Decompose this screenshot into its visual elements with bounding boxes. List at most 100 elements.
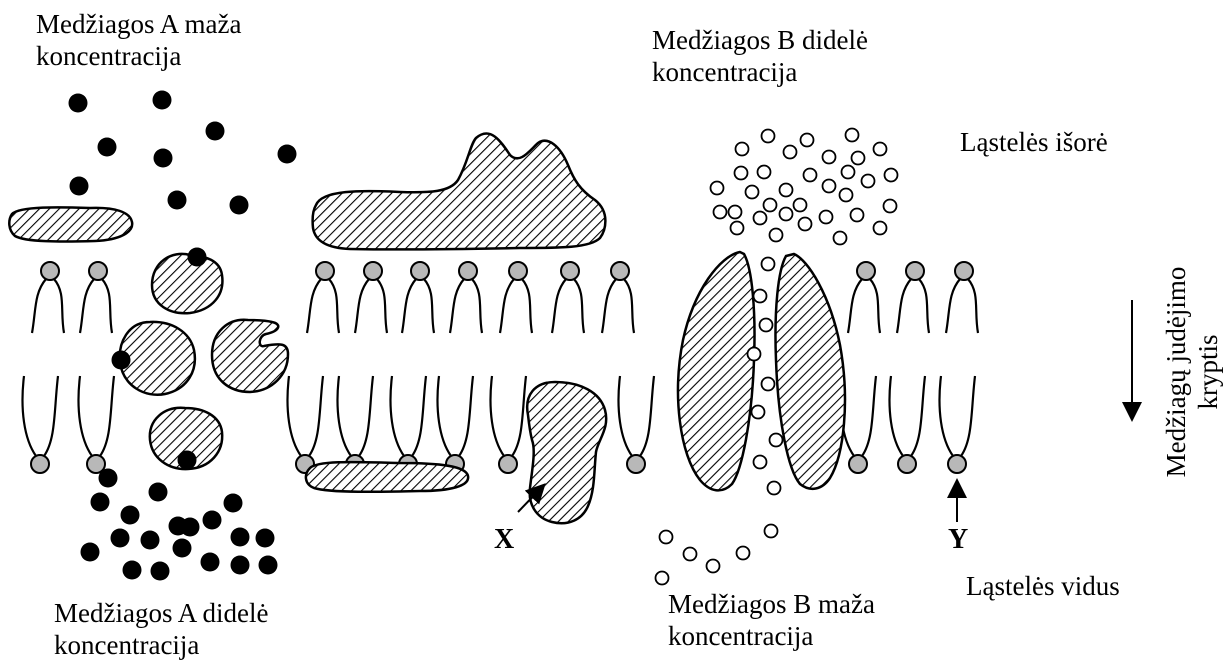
peripheral-protein-top-middle — [313, 133, 606, 249]
substance-b-molecule — [874, 222, 887, 235]
substance-b-molecule — [737, 547, 750, 560]
substance-b-molecule — [874, 143, 887, 156]
substance-b-molecule — [794, 199, 807, 212]
substance-b-molecule — [684, 548, 697, 561]
substance-a-molecule — [154, 149, 173, 168]
substance-a-molecule — [81, 543, 100, 562]
label-substance-a-high-line1: Medžiagos A didelė — [54, 597, 268, 629]
lipid-tail — [619, 376, 633, 456]
substance-a-molecule — [69, 94, 88, 113]
lipid-head — [611, 262, 629, 280]
label-marker-x: X — [494, 524, 514, 556]
substance-b-molecule — [846, 129, 859, 142]
lipid-head — [948, 455, 966, 473]
label-movement-direction-line2: kryptis — [1192, 267, 1224, 478]
lipid-tail — [329, 279, 339, 333]
lipid-tail — [946, 279, 960, 333]
lipid-head — [857, 262, 875, 280]
substance-a-molecule — [203, 511, 222, 530]
peripheral-protein-bottom-middle — [306, 462, 468, 492]
substance-b-molecule — [823, 151, 836, 164]
lipid-tail — [911, 376, 925, 456]
substance-b-molecule — [862, 175, 875, 188]
substance-a-molecule — [121, 506, 140, 525]
substance-b-molecule — [799, 218, 812, 231]
label-movement-direction-line1: Medžiagų judėjimo — [1160, 267, 1192, 478]
substance-a-molecule — [259, 556, 278, 575]
substance-b-molecule — [780, 184, 793, 197]
lipid-tail — [438, 376, 452, 456]
lipid-tail — [890, 376, 904, 456]
lipid-head — [499, 455, 517, 473]
lipid-tail — [512, 376, 526, 456]
substance-a-molecule — [173, 539, 192, 558]
lipid-tail — [391, 376, 405, 456]
substance-b-molecule — [736, 143, 749, 156]
substance-a-molecule — [98, 138, 117, 157]
lipid-head — [89, 262, 107, 280]
lipid-head — [31, 455, 49, 473]
substance-b-molecule — [660, 531, 673, 544]
label-substance-a-low-line1: Medžiagos A maža — [36, 8, 241, 40]
label-substance-a-low-line2: koncentracija — [36, 40, 241, 72]
lipid-head — [459, 262, 477, 280]
substance-b-molecule — [851, 209, 864, 222]
lipid-tail — [54, 279, 64, 333]
substance-a-molecule — [153, 91, 172, 110]
substance-b-molecule — [754, 456, 767, 469]
substance-b-molecule — [656, 572, 669, 585]
lipid-tail — [32, 279, 46, 333]
lipid-head — [906, 262, 924, 280]
lipid-tail — [23, 376, 37, 456]
substance-b-molecule — [820, 211, 833, 224]
substance-b-molecule — [834, 232, 847, 245]
substance-b-molecule — [735, 167, 748, 180]
lipid-tail — [522, 279, 532, 333]
lipid-tail — [359, 376, 373, 456]
lipid-tail — [968, 279, 978, 333]
substance-b-molecule — [754, 290, 767, 303]
lipid-tail — [307, 279, 321, 333]
label-substance-a-high-line2: koncentracija — [54, 629, 268, 661]
substance-b-molecule — [801, 134, 814, 147]
lipid-tail — [355, 279, 369, 333]
label-cell-outside: Ląstelės išorė — [960, 126, 1108, 158]
substance-b-molecule — [885, 169, 898, 182]
lipid-tail — [309, 376, 323, 456]
lipid-tail — [552, 279, 566, 333]
lipid-tail — [472, 279, 482, 333]
substance-a-molecule — [151, 562, 170, 581]
substance-a-molecule — [206, 122, 225, 141]
lipid-tail — [870, 279, 880, 333]
lipid-tail — [80, 279, 94, 333]
lipid-tail — [491, 376, 505, 456]
substance-a-molecule — [230, 196, 249, 215]
lipid-tail — [624, 279, 634, 333]
lipid-tail — [940, 376, 954, 456]
lipid-tail — [848, 279, 862, 333]
substance-b-molecule — [784, 146, 797, 159]
substance-a-molecule — [91, 493, 110, 512]
protein-x — [527, 382, 606, 523]
lipid-tail — [459, 376, 473, 456]
lipid-tail — [44, 376, 58, 456]
lipid-tail — [500, 279, 514, 333]
substance-a-molecule — [111, 529, 130, 548]
lipid-head — [316, 262, 334, 280]
substance-a-molecule — [256, 529, 275, 548]
lipid-head — [509, 262, 527, 280]
lipid-tail — [288, 376, 302, 456]
substance-b-molecule — [746, 186, 759, 199]
substance-a-molecule — [123, 561, 142, 580]
substance-a-molecule — [231, 556, 250, 575]
substance-a-molecule — [168, 191, 187, 210]
substance-b-molecule — [748, 348, 761, 361]
substance-a-molecule — [278, 145, 297, 164]
substance-b-molecule — [770, 229, 783, 242]
channel-protein-left — [678, 252, 754, 490]
lipid-tail — [450, 279, 464, 333]
channel-protein-right — [775, 254, 844, 489]
label-substance-a-low: Medžiagos A maža koncentracija — [36, 8, 241, 72]
substance-b-molecule — [758, 166, 771, 179]
lipid-head — [364, 262, 382, 280]
